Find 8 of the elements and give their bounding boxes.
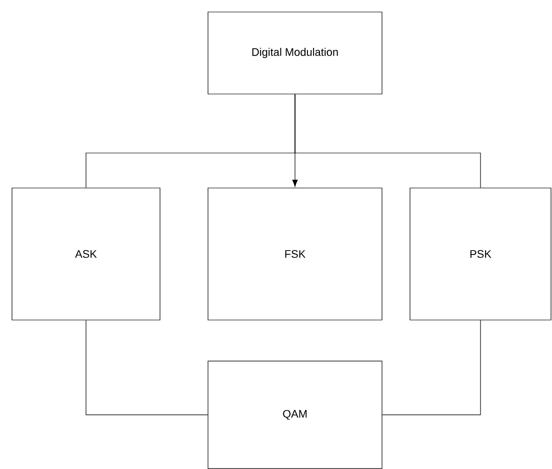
process-box: ASK <box>12 188 160 320</box>
connector <box>86 320 208 416</box>
process-box: PSK <box>410 188 552 320</box>
connector <box>382 320 481 416</box>
process-box: Digital Modulation <box>208 12 382 94</box>
process-box: QAM <box>208 360 382 469</box>
connector <box>294 94 481 188</box>
process-box: FSK <box>208 188 382 320</box>
